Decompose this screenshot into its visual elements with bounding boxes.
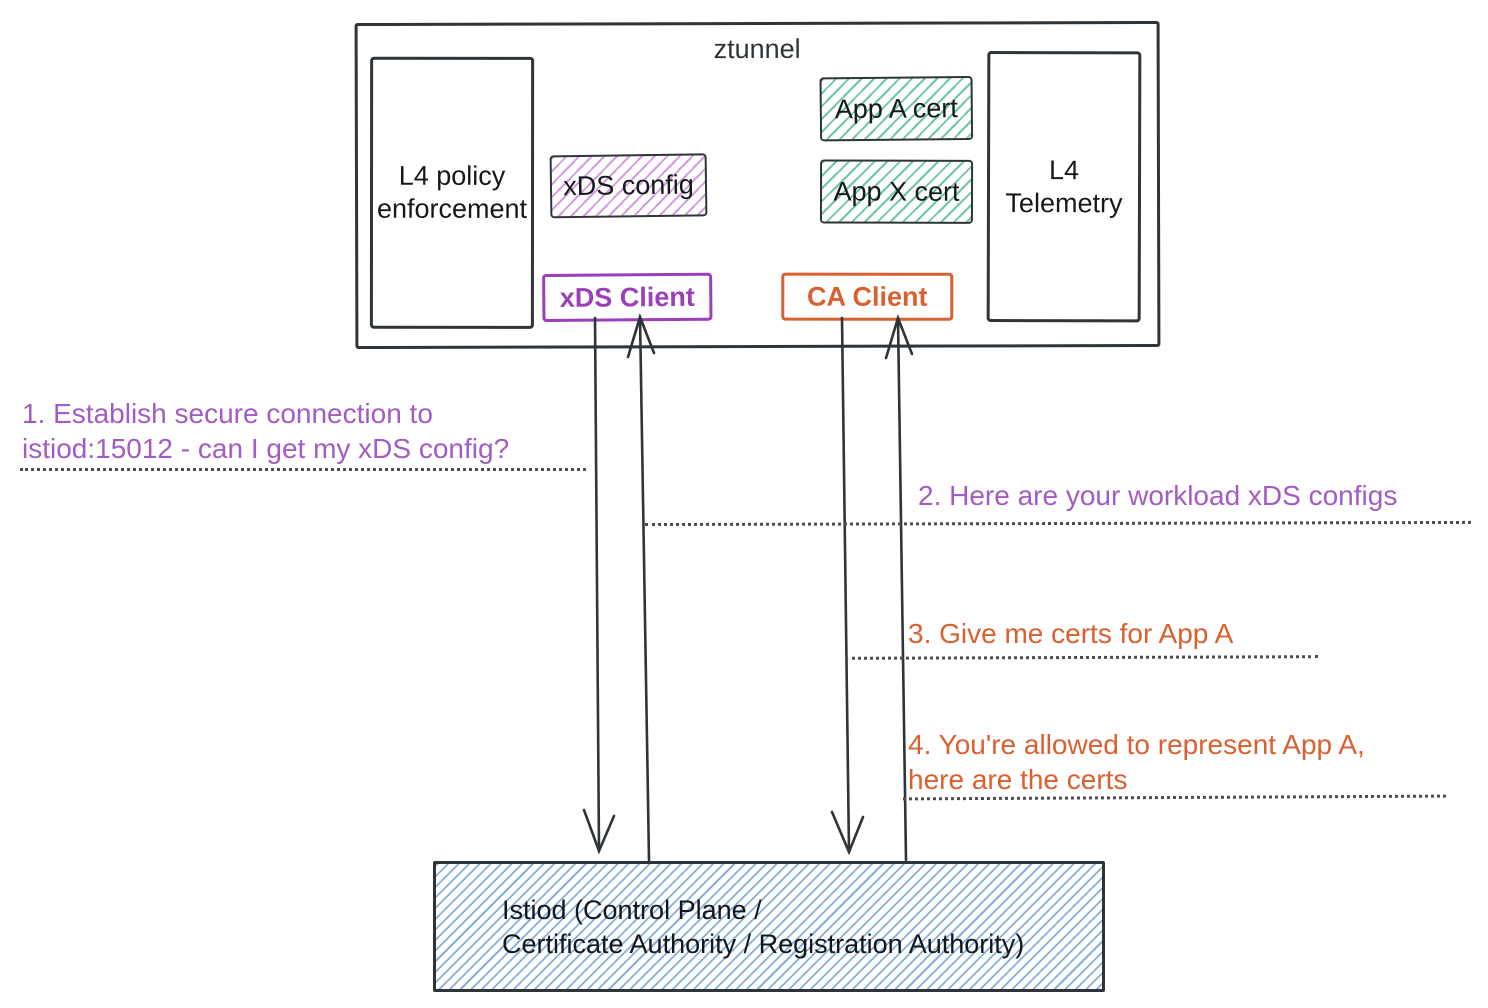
message-3-give-me-certs: 3. Give me certs for App A [908, 618, 1234, 649]
xds-config-label: xDS config [563, 169, 694, 202]
l4-policy-enforcement-label: L4 policy enforcement [376, 160, 528, 224]
message-4-allowed-to-represent: 4. You're allowed to represent App A, he… [908, 729, 1365, 795]
app-a-cert-box: App A cert [819, 75, 974, 142]
l4-policy-enforcement-box: L4 policy enforcement [369, 56, 535, 329]
xds-config-box: xDS config [549, 153, 708, 219]
app-x-cert-label: App X cert [833, 175, 960, 207]
message-1-dotted-line [20, 468, 586, 471]
message-3-dotted-line [844, 655, 1319, 660]
app-x-cert-box: App X cert [819, 159, 974, 224]
message-1-establish-secure-connection: 1. Establish secure connection to istiod… [22, 398, 510, 464]
ca-request-arrow-down [830, 316, 865, 856]
ztunnel-container-box: ztunnel L4 policy enforcement xDS config… [354, 20, 1161, 350]
ca-client-label: CA Client [807, 281, 928, 312]
xds-response-arrow-up [626, 313, 656, 862]
xds-request-arrow-down [582, 316, 616, 855]
message-2-dotted-line [644, 520, 1472, 527]
ca-client-box: CA Client [781, 272, 954, 321]
l4-telemetry-label: L4 Telemetry [1005, 154, 1123, 218]
xds-client-box: xDS Client [542, 272, 713, 323]
app-a-cert-label: App A cert [834, 92, 958, 124]
istiod-control-plane-box: Istiod (Control Plane / Certificate Auth… [433, 861, 1105, 992]
istiod-label: Istiod (Control Plane / Certificate Auth… [502, 894, 1025, 959]
l4-telemetry-box: L4 Telemetry [986, 50, 1142, 323]
xds-client-label: xDS Client [559, 281, 695, 313]
message-2-workload-xds-configs: 2. Here are your workload xDS configs [918, 480, 1398, 511]
